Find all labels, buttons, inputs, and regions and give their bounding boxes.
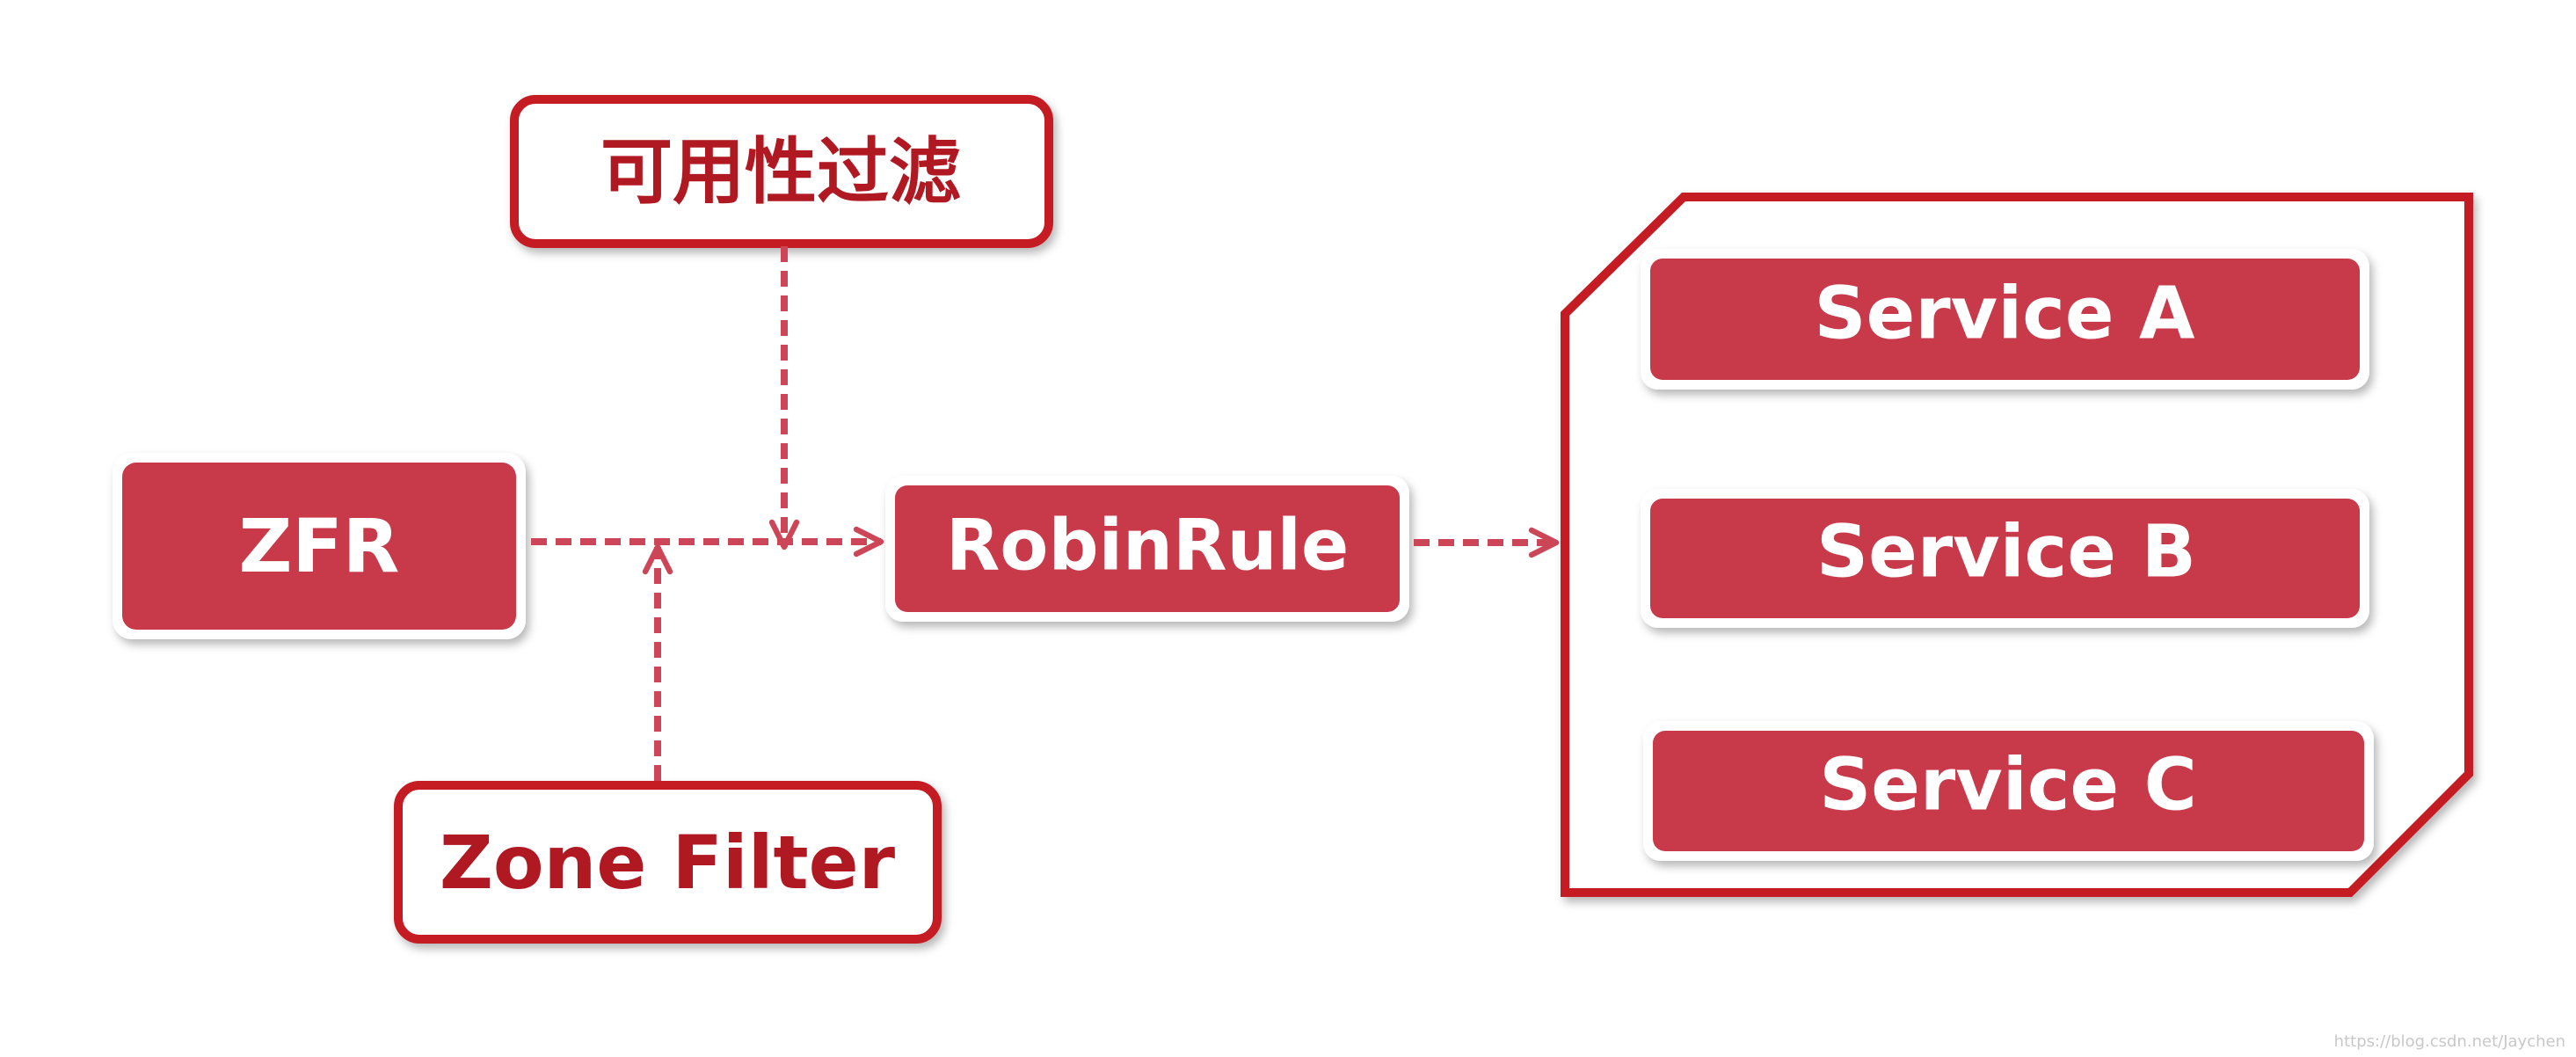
availability-filter-label: 可用性过滤	[600, 131, 961, 215]
zfr-node: ZFR	[113, 453, 526, 639]
service-c-node: Service C	[1643, 721, 2374, 861]
service-a-label: Service A	[1815, 273, 2195, 356]
service-b-label: Service B	[1816, 511, 2196, 594]
watermark-text: https://blog.csdn.net/Jaychen	[2334, 1032, 2565, 1051]
zone-filter-node: Zone Filter	[394, 781, 942, 944]
robin-rule-node: RobinRule	[885, 476, 1409, 622]
connectors	[531, 246, 1560, 781]
service-c-label: Service C	[1819, 744, 2197, 827]
availability-filter-node: 可用性过滤	[510, 95, 1053, 248]
service-a-node: Service A	[1641, 249, 2369, 390]
service-b-node: Service B	[1641, 489, 2369, 628]
zfr-label: ZFR	[239, 503, 400, 589]
robin-rule-label: RobinRule	[946, 505, 1349, 587]
zone-filter-label: Zone Filter	[440, 820, 896, 906]
